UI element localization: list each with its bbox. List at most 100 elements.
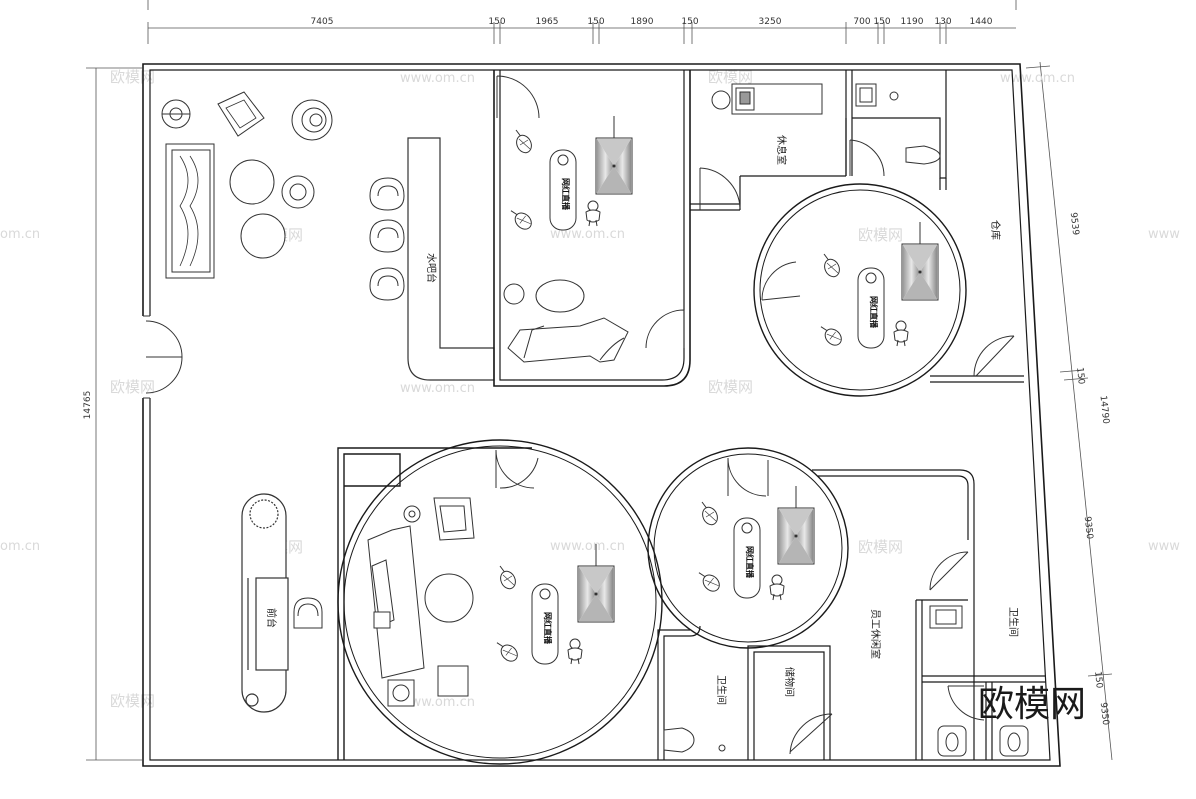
bar-counter <box>407 137 495 381</box>
watermark-brand: 欧模网 <box>708 378 753 396</box>
watermark-brand: 欧模网 <box>858 226 903 244</box>
studio-lamp <box>821 253 843 280</box>
host-figure <box>585 200 601 227</box>
watermark-url: www.om.cn <box>400 695 475 710</box>
softbox-light <box>901 221 939 301</box>
left-dimension-line <box>86 67 142 761</box>
watermark-url-cut: www <box>1148 539 1180 554</box>
bottom-right-doors[interactable] <box>789 551 985 755</box>
lounge-door[interactable] <box>699 139 885 210</box>
studio-4-door[interactable] <box>727 457 769 497</box>
watermark-url: www.om.cn <box>1000 71 1075 86</box>
dim-top-6: 150 <box>681 17 698 27</box>
dim-right-6: 9350 <box>1098 702 1110 726</box>
watermark-url: www.om.cn <box>550 539 625 554</box>
studio-lamp <box>699 501 721 528</box>
reception-chair <box>293 597 323 629</box>
studio-lamp <box>494 635 524 668</box>
studio-sign: 网红直播 <box>561 178 571 211</box>
dim-top-3: 1965 <box>536 17 559 27</box>
watermark-url: www.om.cn <box>550 227 625 242</box>
dim-top-11: 130 <box>934 17 951 27</box>
studio-1-walls <box>493 70 691 387</box>
watermark-url-partial: om.cn <box>0 539 40 554</box>
dim-top-1: 7405 <box>311 17 334 27</box>
room-label-restroom: 卫生间 <box>1007 607 1020 637</box>
studio-2-door[interactable] <box>761 261 801 301</box>
toilet-fixtures <box>663 605 1029 757</box>
studio-lamp <box>508 203 538 236</box>
watermark-brand: 欧模网 <box>708 68 753 86</box>
studio-sign: 网红直播 <box>543 612 553 645</box>
dim-top-12: 1440 <box>970 17 993 27</box>
brand-logo: 欧模网 <box>978 684 1086 725</box>
live-desk: 网红直播 <box>549 149 577 231</box>
right-dimension-line <box>1025 61 1113 761</box>
floor-lamp <box>161 99 191 129</box>
dim-right-3: 14790 <box>1098 395 1111 425</box>
softbox-light <box>595 115 633 195</box>
softbox-light <box>777 485 815 565</box>
round-table <box>229 159 286 259</box>
bar-stools <box>369 177 405 301</box>
live-desk: 网红直播 <box>531 583 559 665</box>
ottoman <box>281 99 333 209</box>
dim-right-1: 9539 <box>1068 212 1080 236</box>
top-dimension-line <box>147 0 1017 44</box>
host-figure <box>893 320 909 347</box>
dim-right-5: 150 <box>1092 671 1104 689</box>
studio-2-walls <box>753 183 967 397</box>
warehouse-walls <box>930 178 1024 383</box>
studio-lamp <box>818 319 848 352</box>
room-label-staff-lounge: 员工休闲室 <box>869 609 882 659</box>
watermark-brand: 欧模网 <box>110 68 155 86</box>
sofa <box>165 143 215 279</box>
watermark-url: www.om.cn <box>400 71 475 86</box>
studio-lamp <box>696 565 726 598</box>
dim-top-9: 150 <box>873 17 890 27</box>
room-label-reception: 前台 <box>265 608 278 628</box>
studio-1-door[interactable] <box>496 75 685 349</box>
lounge-furniture <box>711 83 823 115</box>
studio-lamp <box>497 565 519 592</box>
studio-1-furniture <box>503 279 629 363</box>
studio-lamp <box>513 129 535 156</box>
live-desk: 网红直播 <box>857 267 885 349</box>
watermark-brand: 欧模网 <box>858 538 903 556</box>
room-label-bar: 水吧台 <box>425 253 438 283</box>
room-label-restroom: 卫生间 <box>715 675 728 705</box>
lounge-chair <box>217 91 265 137</box>
watermark-url-cut: www <box>1148 227 1180 242</box>
dim-right-2: 150 <box>1074 367 1086 385</box>
warehouse-door[interactable] <box>973 335 1015 377</box>
studio-sign: 网红直播 <box>869 296 879 329</box>
host-figure <box>769 574 785 601</box>
outer-walls <box>142 63 1061 767</box>
room-label-storage: 储物间 <box>783 667 796 697</box>
reception-desk <box>241 493 289 713</box>
room-label-lounge: 休息室 <box>775 135 788 165</box>
host-figure <box>567 638 583 665</box>
dim-left-total: 14765 <box>83 391 93 420</box>
watermark-url-partial: om.cn <box>0 227 40 242</box>
watermark-brand: 欧模网 <box>110 378 155 396</box>
restroom-fixtures-top <box>855 83 941 165</box>
watermark-url: www.om.cn <box>400 381 475 396</box>
watermark-brand: 欧模网 <box>110 692 155 710</box>
live-desk: 网红直播 <box>733 517 761 599</box>
studio-sign: 网红直播 <box>745 546 755 579</box>
dim-top-5: 1890 <box>631 17 654 27</box>
room-label-warehouse: 仓库 <box>989 220 1002 240</box>
dim-top-10: 1190 <box>901 17 924 27</box>
bottom-right-walls <box>657 469 1046 760</box>
dim-top-8: 700 <box>853 17 870 27</box>
dim-top-4: 150 <box>587 17 604 27</box>
softbox-light <box>577 543 615 623</box>
studio-3-walls <box>337 439 663 765</box>
studio-3-door[interactable] <box>495 449 539 489</box>
entrance-door[interactable] <box>143 315 183 399</box>
dim-right-4: 9350 <box>1082 516 1094 540</box>
studio-3-furniture <box>367 497 475 707</box>
dim-top-2: 150 <box>488 17 505 27</box>
